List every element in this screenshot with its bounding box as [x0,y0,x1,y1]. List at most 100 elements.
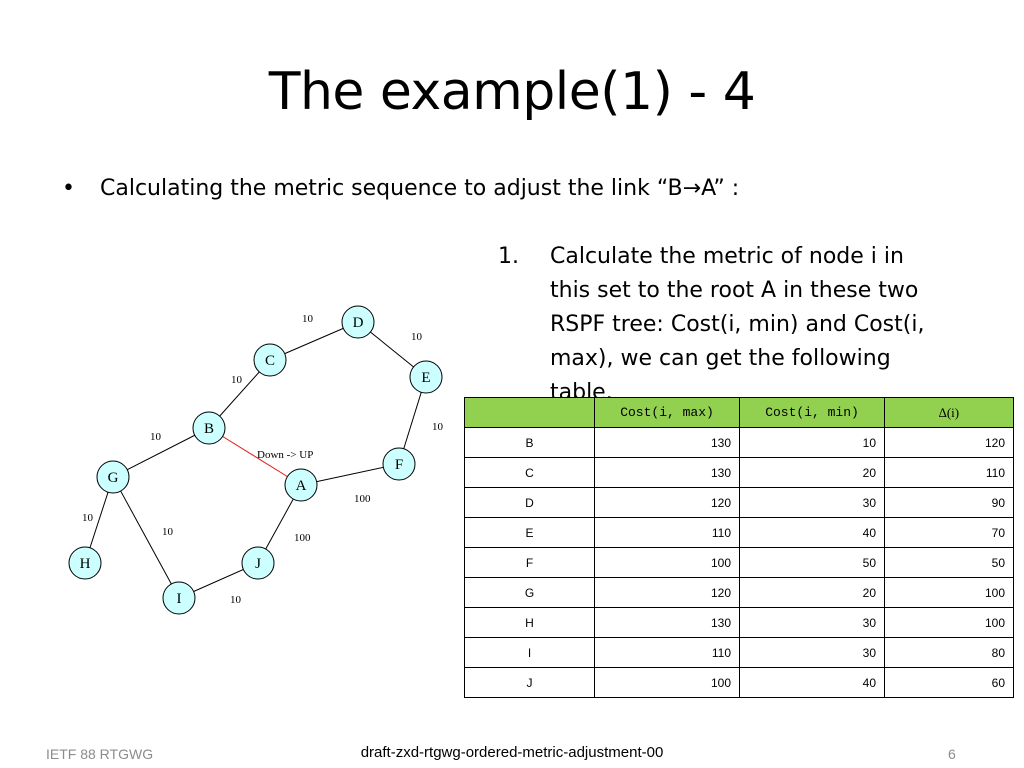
table-cell-value: 130 [594,427,740,458]
edge-label-C-D: 10 [302,313,314,325]
node-label: A [296,478,307,494]
node-circle [68,546,102,580]
node-circle [284,468,318,502]
table-cell-value: 60 [884,667,1014,698]
table-cell-value: 110 [594,637,740,668]
table-cell-value: 80 [884,637,1014,668]
edge-label-G-I: 10 [162,526,174,538]
edge-A-F [300,463,400,486]
table-cell-value: 50 [884,547,1014,578]
table-cell-value: 40 [739,667,885,698]
table-cell-node: H [464,607,595,638]
table-cell-value: 70 [884,517,1014,548]
node-label: C [265,353,275,369]
table-cell-value: 130 [594,607,740,638]
node-J: J [241,546,275,580]
footer-page-number: 6 [948,746,956,762]
table-cell-node: E [464,517,595,548]
node-circle [96,460,130,494]
edge-G-B [112,427,210,478]
node-circle [409,360,443,394]
table-header-cost-min: Cost(i, min) [739,397,885,428]
node-label: D [353,315,364,331]
table-cell-value: 10 [739,427,885,458]
table-cell-value: 100 [594,667,740,698]
node-A: A [284,468,318,502]
edge-G-I [112,476,180,599]
node-label: I [177,591,182,607]
node-circle [253,343,287,377]
table-cell-value: 120 [884,427,1014,458]
node-C: C [253,343,287,377]
step-number: 1. [498,244,519,269]
footer-draft-name: draft-zxd-rtgwg-ordered-metric-adjustmen… [360,744,664,761]
node-circle [162,581,196,615]
edge-label-B-A: Down -> UP [257,449,313,461]
node-label: B [204,421,214,437]
table-header-delta: ∆(i) [884,397,1014,428]
table-cell-value: 30 [739,637,885,668]
node-B: B [192,411,226,445]
table-cell-value: 110 [594,517,740,548]
node-label: H [80,556,91,572]
footer-conference: IETF 88 RTGWG [46,746,154,762]
edge-label-G-B: 10 [150,431,162,443]
node-label: F [395,457,403,473]
table-cell-node: B [464,427,595,458]
node-F: F [382,447,416,481]
step-text: Calculate the metric of node i in this s… [550,244,925,405]
table-cell-value: 130 [594,457,740,488]
edge-label-A-J: 100 [294,532,311,544]
node-label: G [108,470,119,486]
table-cell-value: 120 [594,577,740,608]
node-circle [241,546,275,580]
node-label: E [421,370,430,386]
edge-B-A [208,427,302,486]
table-cell-node: D [464,487,595,518]
table-cell-value: 100 [884,607,1014,638]
node-H: H [68,546,102,580]
edge-label-I-J: 10 [230,594,242,606]
node-G: G [96,460,130,494]
table-cell-node: C [464,457,595,488]
bullet-text: Calculating the metric sequence to adjus… [100,176,740,201]
node-circle [341,305,375,339]
node-label: J [255,556,261,572]
table-cell-node: I [464,637,595,668]
table-cell-value: 20 [739,457,885,488]
table-cell-value: 100 [594,547,740,578]
table-cell-value: 120 [594,487,740,518]
bullet-dot-icon: • [62,176,75,201]
edge-label-A-F: 100 [354,493,371,505]
node-I: I [162,581,196,615]
node-D: D [341,305,375,339]
table-cell-value: 40 [739,517,885,548]
edge-label-B-C: 10 [231,374,243,386]
table-cell-value: 100 [884,577,1014,608]
table-cell-node: J [464,667,595,698]
node-circle [382,447,416,481]
table-cell-value: 50 [739,547,885,578]
table-header-cost-max: Cost(i, max) [594,397,740,428]
node-circle [192,411,226,445]
table-cell-value: 90 [884,487,1014,518]
table-header-row: Cost(i, max) Cost(i, min) ∆(i) [464,397,1014,428]
node-E: E [409,360,443,394]
edge-label-G-H: 10 [82,512,94,524]
table-cell-node: F [464,547,595,578]
table-cell-value: 30 [739,607,885,638]
table-header-node [464,397,595,428]
edge-label-D-E: 10 [411,331,423,343]
table-cell-value: 30 [739,487,885,518]
table-cell-value: 110 [884,457,1014,488]
